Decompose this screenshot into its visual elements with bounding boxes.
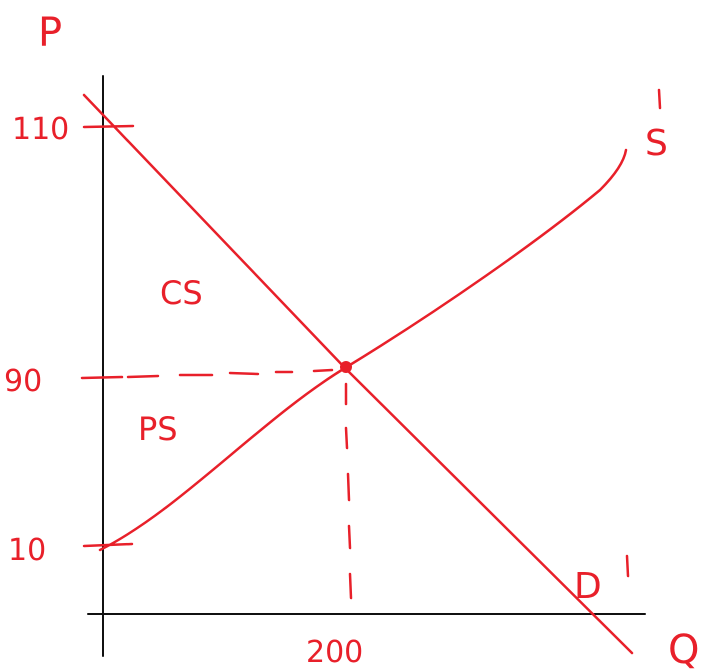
demand-curve — [82, 93, 634, 655]
tick-p-90 — [80, 375, 124, 380]
price-axis-label: P — [38, 10, 62, 56]
equilibrium-quantity-guide — [344, 382, 353, 600]
tick-label-90: 90 — [4, 364, 42, 399]
supply-prime-mark — [657, 88, 662, 110]
tick-label-200: 200 — [306, 635, 363, 669]
supply-curve — [98, 148, 628, 552]
tick-label-110: 110 — [12, 112, 69, 147]
demand-curve-label: D — [574, 566, 602, 607]
tick-label-10: 10 — [8, 533, 46, 568]
consumer-surplus-label: CS — [160, 274, 203, 312]
equilibrium-price-guide — [126, 368, 334, 379]
producer-surplus-label: PS — [138, 410, 178, 448]
quantity-axis-label: Q — [668, 627, 699, 669]
supply-curve-label: S — [645, 123, 668, 164]
tick-p-110 — [82, 124, 135, 129]
equilibrium-point — [340, 361, 352, 373]
demand-prime-mark — [625, 554, 630, 578]
